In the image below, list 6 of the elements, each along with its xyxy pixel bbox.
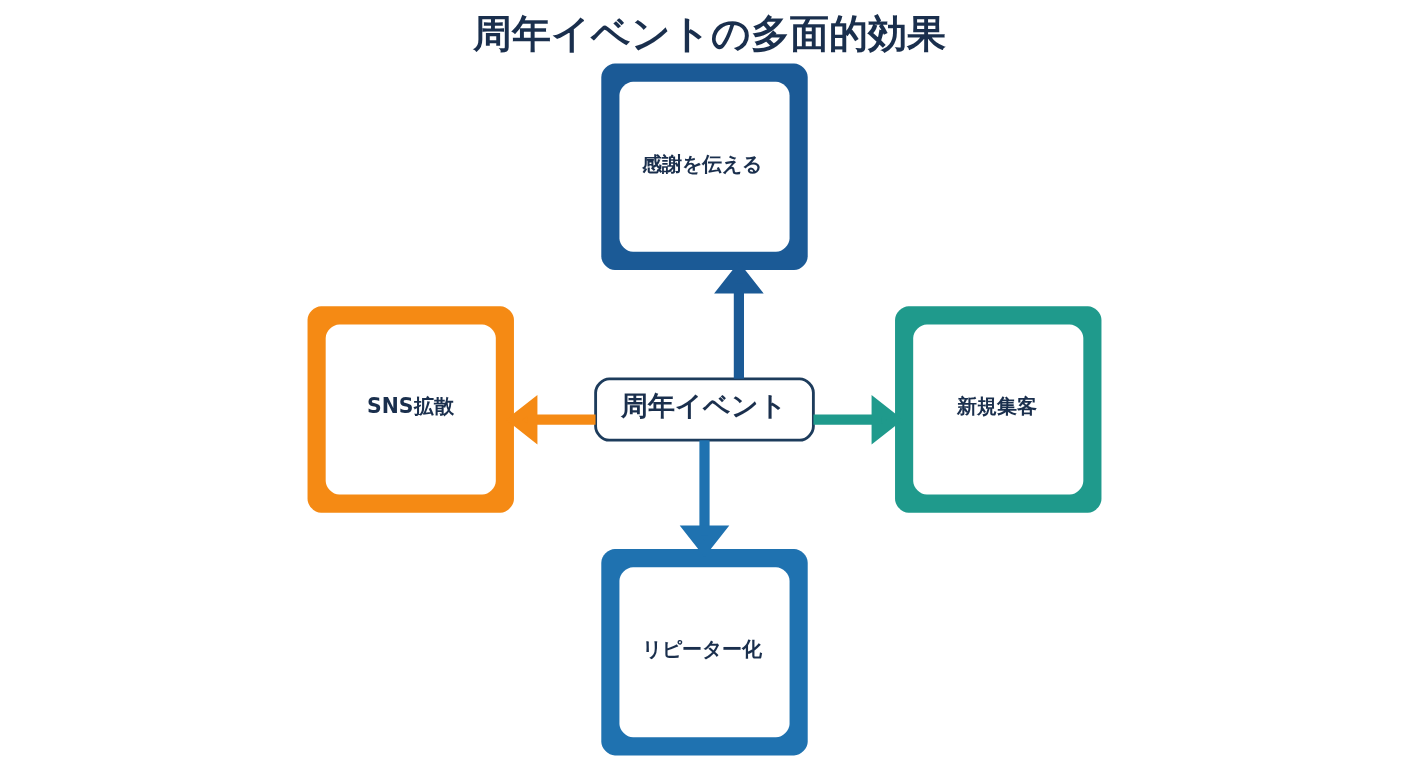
node-box: 周年イベント bbox=[593, 377, 815, 442]
node-box: 感謝を伝える bbox=[600, 63, 808, 270]
node-box: リピーター化 bbox=[600, 549, 808, 756]
diagram-title: 周年イベントの多面的効果 bbox=[472, 10, 946, 56]
node-box: SNS拡散 bbox=[307, 306, 514, 513]
node-box: 新規集客 bbox=[894, 306, 1101, 513]
